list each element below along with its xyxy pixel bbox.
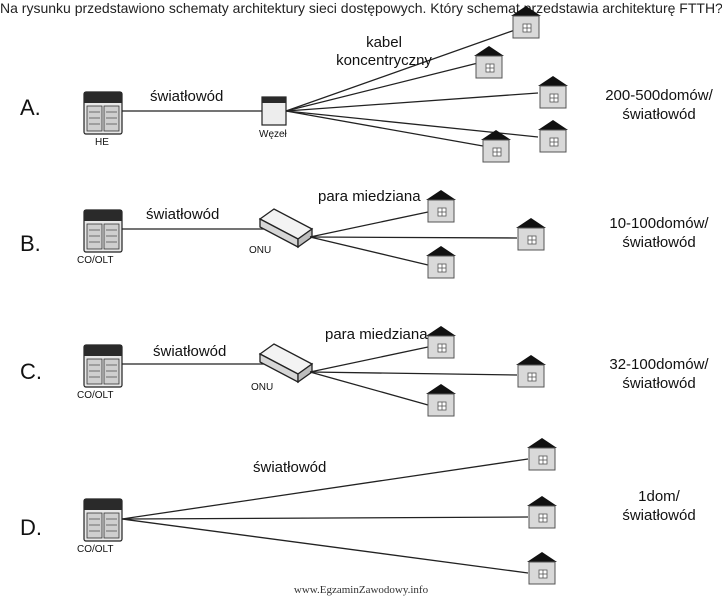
cable-label-line2: koncentryczny xyxy=(336,52,432,69)
option-letter-b: B. xyxy=(20,231,41,256)
ratio-label-line1: 32-100domów/ xyxy=(609,356,709,373)
row-c xyxy=(83,325,547,417)
ratio-label-line1: 200-500domów/ xyxy=(605,87,713,104)
house-icon xyxy=(425,189,457,223)
house-icon xyxy=(537,75,569,109)
node-label: Węzeł xyxy=(259,129,287,140)
house-icon xyxy=(510,5,542,39)
copper-links xyxy=(309,211,518,266)
house-icon xyxy=(526,551,558,585)
house-icon xyxy=(425,325,457,359)
row-d xyxy=(83,437,558,585)
onu-device-icon xyxy=(259,343,313,383)
option-letter-c: C. xyxy=(20,359,42,384)
node-box-icon xyxy=(261,96,287,126)
house-icon xyxy=(526,437,558,471)
watermark: www.EgzaminZawodowy.info xyxy=(293,584,429,596)
onu-device-icon xyxy=(259,208,313,248)
row-a xyxy=(83,5,569,163)
headend-label: CO/OLT xyxy=(77,255,114,266)
copper-label: para miedziana xyxy=(325,326,428,343)
copper-links xyxy=(309,346,518,406)
question-text: Na rysunku przedstawiono schematy archit… xyxy=(0,0,722,22)
headend-cabinet-icon xyxy=(83,91,123,135)
headend-label: CO/OLT xyxy=(77,544,114,555)
ratio-label-line1: 1dom/ xyxy=(638,488,680,505)
ratio-label-line1: 10-100domów/ xyxy=(609,215,709,232)
node-label: ONU xyxy=(249,245,272,256)
node-label: ONU xyxy=(251,382,274,393)
fiber-label: światłowód xyxy=(253,459,327,476)
cable-label-line1: kabel xyxy=(366,34,402,51)
copper-label: para miedziana xyxy=(318,188,421,205)
row-b xyxy=(83,189,547,279)
fiber-label: światłowód xyxy=(153,343,227,360)
ratio-label-line2: światłowód xyxy=(622,106,696,123)
house-icon xyxy=(537,119,569,153)
house-icon xyxy=(526,495,558,529)
option-letter-a: A. xyxy=(20,95,41,120)
house-icon xyxy=(480,129,512,163)
fiber-label: światłowód xyxy=(150,88,224,105)
fiber-label: światłowód xyxy=(146,206,220,223)
house-icon xyxy=(515,354,547,388)
ratio-label-line2: światłowód xyxy=(622,234,696,251)
fiber-links xyxy=(121,458,529,574)
ratio-label-line2: światłowód xyxy=(622,507,696,524)
ratio-label-line2: światłowód xyxy=(622,375,696,392)
house-icon xyxy=(425,383,457,417)
house-icon xyxy=(515,217,547,251)
headend-cabinet-icon xyxy=(83,498,123,542)
headend-label: HE xyxy=(95,137,109,148)
house-icon xyxy=(425,245,457,279)
house-icon xyxy=(473,45,505,79)
option-letter-d: D. xyxy=(20,515,42,540)
headend-cabinet-icon xyxy=(83,344,123,388)
headend-cabinet-icon xyxy=(83,209,123,253)
headend-label: CO/OLT xyxy=(77,390,114,401)
